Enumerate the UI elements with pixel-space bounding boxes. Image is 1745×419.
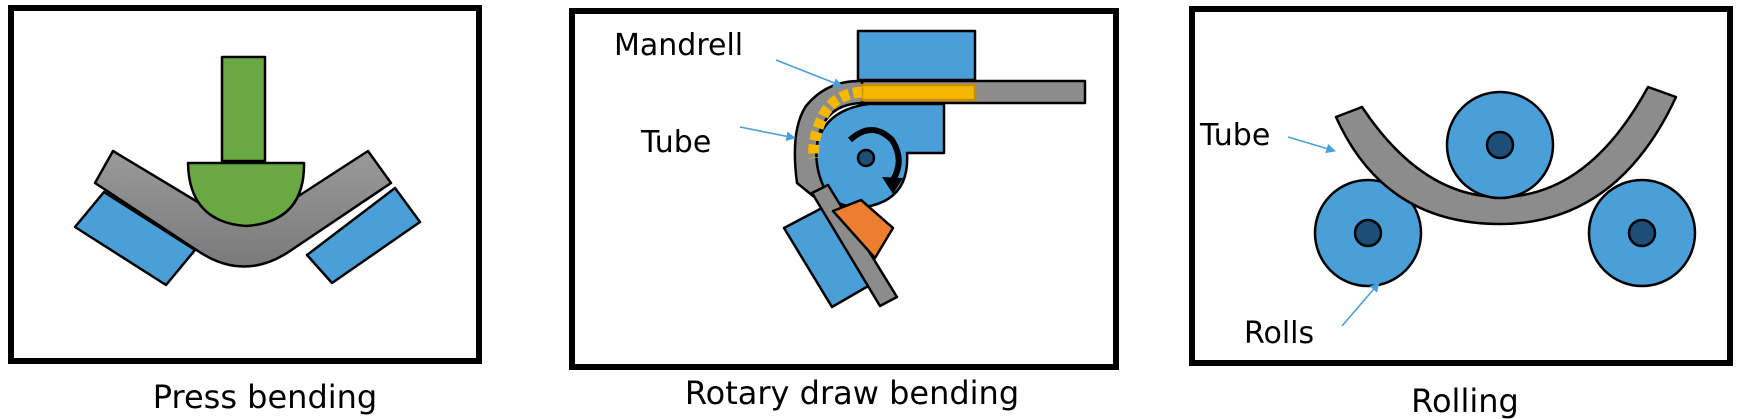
right-die	[305, 186, 422, 285]
label-rolls: Rolls	[1244, 316, 1314, 351]
caption-press-bending: Press bending	[153, 378, 377, 416]
roll-bottom-left-hub	[1353, 218, 1383, 248]
rotation-arrow-icon	[847, 127, 903, 194]
mandrel-curve	[808, 86, 863, 159]
mandrel-straight	[860, 83, 977, 102]
panel-rotary-draw-bending: Mandrell Tube Rotary draw bending	[569, 8, 1119, 412]
caption-rotary-draw-bending: Rotary draw bending	[685, 374, 1019, 412]
callout-line-rolls	[1341, 282, 1380, 327]
roll-top-hub	[1485, 130, 1515, 160]
punch-head	[186, 161, 306, 228]
label-mandrel: Mandrell	[614, 28, 743, 63]
panel-press-bending: Press bending	[8, 5, 482, 416]
wiper-die	[831, 198, 895, 260]
caption-rolling: Rolling	[1411, 382, 1519, 419]
label-tube-rolling: Tube	[1199, 118, 1270, 153]
label-tube-rotary: Tube	[640, 125, 711, 160]
callout-line-mandrel	[775, 59, 843, 88]
clamp-die	[856, 29, 977, 82]
callout-line-tube-rolling	[1287, 136, 1336, 154]
rotary-tube-leg	[810, 183, 899, 308]
panel-rolling: Tube Rolls Rolling	[1189, 6, 1733, 419]
callout-line-tube-rotary	[739, 126, 796, 142]
punch-stem	[220, 55, 267, 163]
rolling-tube	[1334, 85, 1678, 226]
roll-bottom-right-hub	[1627, 218, 1657, 248]
bend-die-hub	[856, 148, 876, 168]
